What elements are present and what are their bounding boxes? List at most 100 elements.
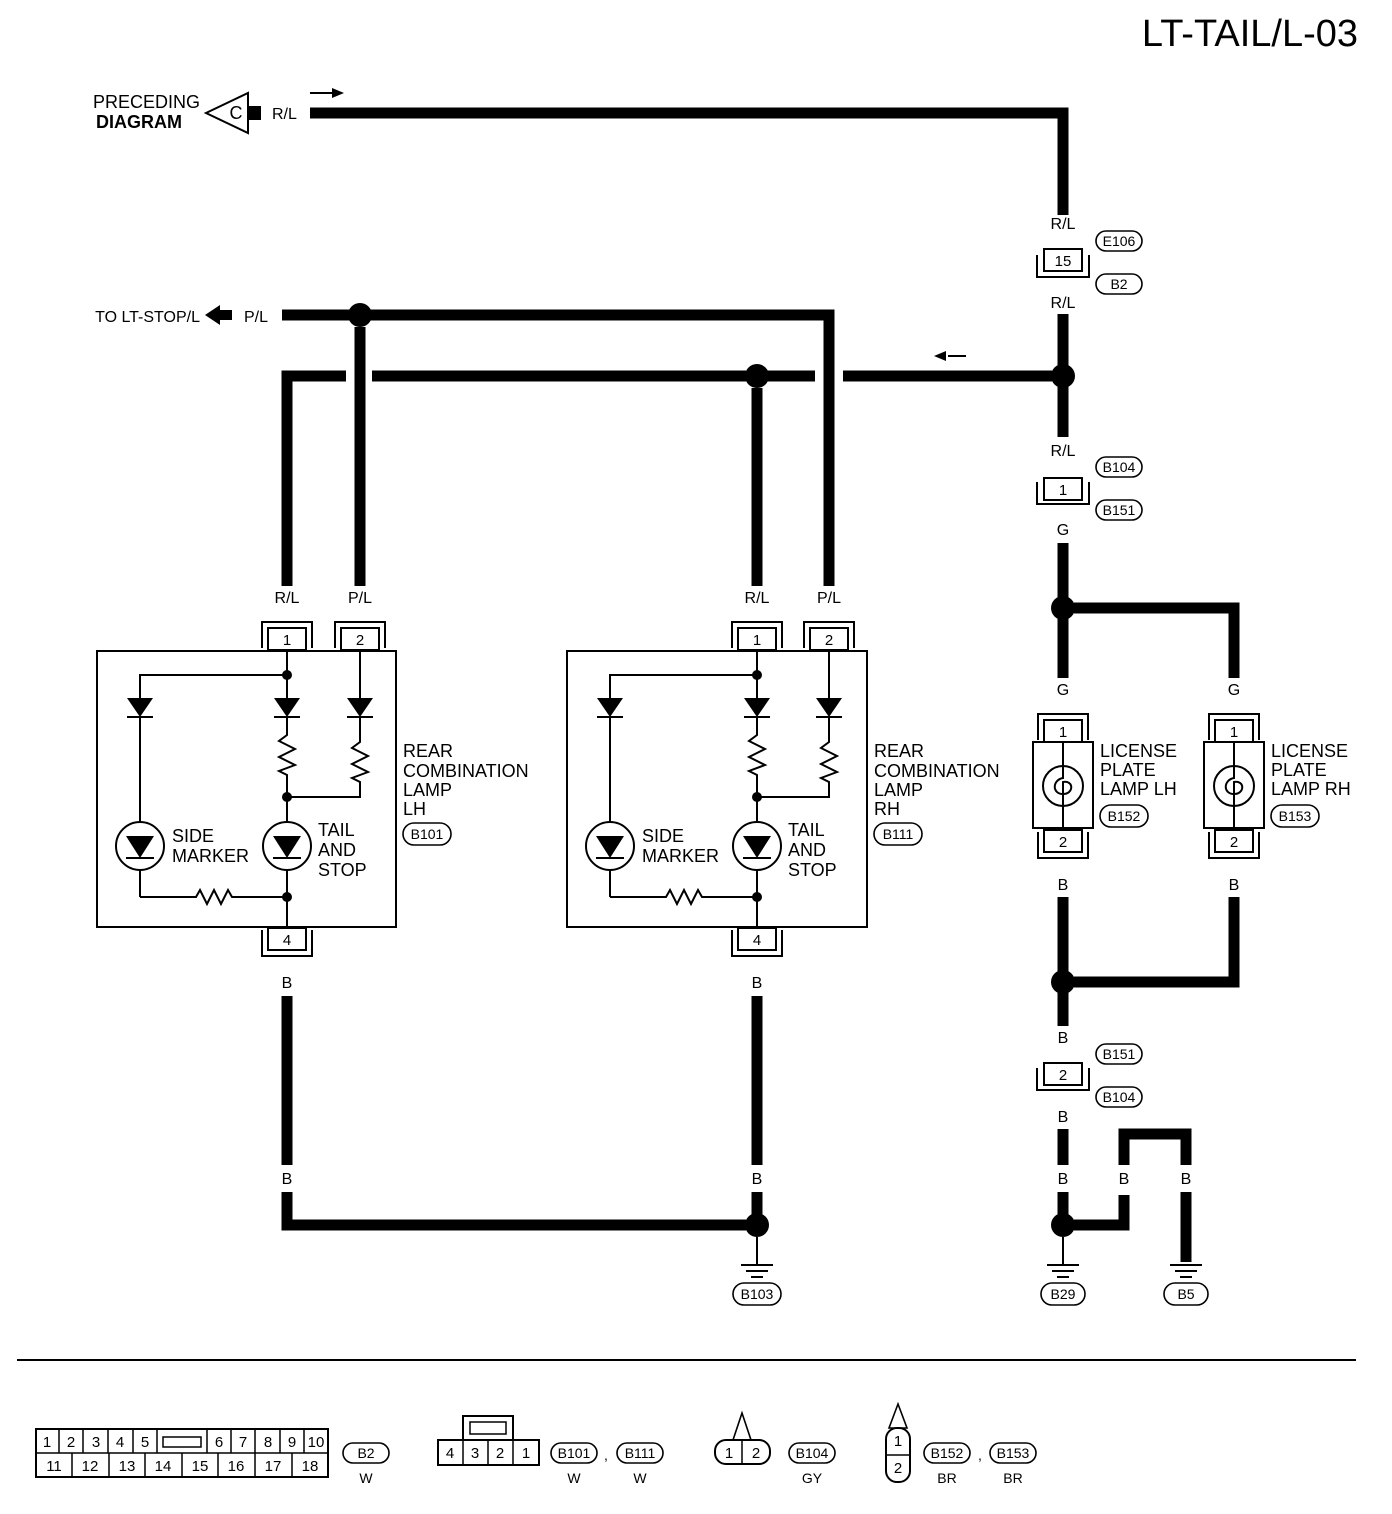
lh-side-marker-label-1: SIDE: [172, 826, 214, 846]
lh-pin-4[interactable]: 4: [261, 927, 313, 957]
connector-tag-b29: [1040, 1282, 1086, 1306]
license-rh-label-2: PLATE: [1271, 760, 1327, 780]
rh-pin-4[interactable]: 4: [731, 927, 783, 957]
preceding-diagram-connector[interactable]: PRECEDING DIAGRAM C R/L: [93, 91, 297, 135]
legend-b101-connector: [437, 1415, 540, 1466]
flow-arrow-left-icon: [934, 351, 946, 361]
connector-e106-b2[interactable]: 15: [1036, 248, 1090, 278]
svg-text:7: 7: [239, 1434, 247, 1451]
rh-tail-label-2: AND: [788, 840, 826, 860]
svg-text:B104: B104: [796, 1445, 829, 1461]
rear-combination-lamp-lh-box: [96, 650, 397, 928]
legend-b104-color: GY: [802, 1470, 823, 1486]
wire-label-b-lh: B: [282, 975, 293, 992]
svg-text:B103: B103: [741, 1286, 774, 1302]
svg-text:2: 2: [1059, 1067, 1067, 1084]
svg-text:2: 2: [1230, 834, 1238, 851]
connector-tag-b104-top: [1095, 456, 1143, 478]
wire-label-b-rh-license: B: [1229, 877, 1240, 894]
rear-combination-lamp-rh-circuit: [585, 651, 842, 927]
svg-text:5: 5: [141, 1434, 149, 1451]
svg-text:B152: B152: [1108, 808, 1141, 824]
svg-text:B5: B5: [1177, 1286, 1194, 1302]
wire-label-b-lh-2: B: [282, 1171, 293, 1188]
wire-b-lh-bottom: [281, 1192, 746, 1231]
svg-text:B104: B104: [1103, 459, 1136, 475]
to-stop-label: TO LT-STOP/L: [95, 309, 200, 326]
legend-b152-connector: [885, 1401, 911, 1483]
wire-label-rl-top: R/L: [272, 106, 297, 123]
connector-tag-b153: [1270, 804, 1320, 828]
svg-text:2: 2: [752, 1445, 760, 1462]
svg-text:B2: B2: [357, 1445, 374, 1461]
svg-text:9: 9: [288, 1434, 296, 1451]
svg-text:1: 1: [753, 632, 761, 649]
rh-side-marker-label-2: MARKER: [642, 846, 719, 866]
svg-text:1: 1: [1230, 724, 1238, 741]
wire-label-rl-rh: R/L: [745, 590, 770, 607]
lh-pin-2[interactable]: 2: [334, 621, 386, 651]
legend-sep-1: ,: [604, 1447, 608, 1463]
lamp-lh-label-4: LH: [403, 799, 426, 819]
connector-tag-b111: [873, 822, 923, 846]
svg-text:17: 17: [265, 1458, 282, 1475]
license-lh-label-1: LICENSE: [1100, 741, 1177, 761]
rear-combination-lamp-lh-circuit: [115, 651, 373, 927]
wire-rl-lh-drop: [281, 370, 346, 586]
connector-tag-b151-bottom: [1095, 1043, 1143, 1065]
svg-text:E106: E106: [1103, 233, 1136, 249]
svg-text:B153: B153: [997, 1445, 1030, 1461]
wire-g-rh-license: [1074, 602, 1240, 678]
svg-text:6: 6: [215, 1434, 223, 1451]
svg-text:2: 2: [894, 1460, 902, 1477]
svg-text:1: 1: [283, 632, 291, 649]
connector-tag-b101: [402, 822, 452, 846]
svg-text:B101: B101: [558, 1445, 591, 1461]
wire-label-pl-lh: P/L: [348, 590, 372, 607]
legend-b2-connector: [35, 1428, 329, 1478]
svg-text:1: 1: [1059, 482, 1067, 499]
wire-label-rl-b2: R/L: [1051, 295, 1076, 312]
svg-text:2: 2: [1059, 834, 1067, 851]
rh-pin-1[interactable]: 1: [731, 621, 783, 651]
license-lh-label-3: LAMP LH: [1100, 779, 1177, 799]
connector-c-pin: [249, 106, 261, 120]
ground-b103-icon: [741, 1237, 773, 1278]
connector-tag-b5: [1163, 1282, 1209, 1306]
connector-tag-b152: [1099, 804, 1149, 828]
ground-b5-icon: [1170, 1264, 1202, 1278]
wire-label-rl-lh: R/L: [275, 590, 300, 607]
svg-text:B152: B152: [931, 1445, 964, 1461]
svg-text:13: 13: [119, 1458, 136, 1475]
svg-text:12: 12: [82, 1458, 99, 1475]
connector-b151-b104-pin2[interactable]: 2: [1036, 1062, 1090, 1091]
svg-text:3: 3: [471, 1445, 479, 1462]
legend-sep-2: ,: [978, 1447, 982, 1463]
svg-text:8: 8: [264, 1434, 272, 1451]
svg-text:4: 4: [116, 1434, 124, 1451]
svg-text:B2: B2: [1110, 276, 1127, 292]
lamp-rh-label-4: RH: [874, 799, 900, 819]
wire-label-pl-top: P/L: [244, 309, 268, 326]
svg-text:4: 4: [446, 1445, 454, 1462]
wire-b-jumper: [1118, 1128, 1192, 1165]
lh-tail-label-2: AND: [318, 840, 356, 860]
svg-text:B29: B29: [1051, 1286, 1076, 1302]
preceding-label-1: PRECEDING: [93, 92, 200, 112]
svg-text:2: 2: [67, 1434, 75, 1451]
rh-pin-2[interactable]: 2: [803, 621, 855, 651]
svg-text:1: 1: [522, 1445, 530, 1462]
connector-b104-b151-pin1[interactable]: 1: [1036, 477, 1090, 505]
wire-label-g-rh-license: G: [1228, 682, 1240, 699]
wire-b-license-rh: [1074, 897, 1240, 988]
legend-tag-b2: [342, 1442, 390, 1464]
wire-rl-top: [310, 107, 1069, 215]
rh-side-marker-label-1: SIDE: [642, 826, 684, 846]
to-stop-arrow-shaft: [220, 310, 232, 320]
legend-tag-b104: [788, 1442, 836, 1464]
lh-pin-1[interactable]: 1: [261, 621, 313, 651]
rh-tail-label-3: STOP: [788, 860, 837, 880]
wire-label-g-lh-license: G: [1057, 682, 1069, 699]
svg-text:B153: B153: [1279, 808, 1312, 824]
svg-text:1: 1: [894, 1433, 902, 1450]
